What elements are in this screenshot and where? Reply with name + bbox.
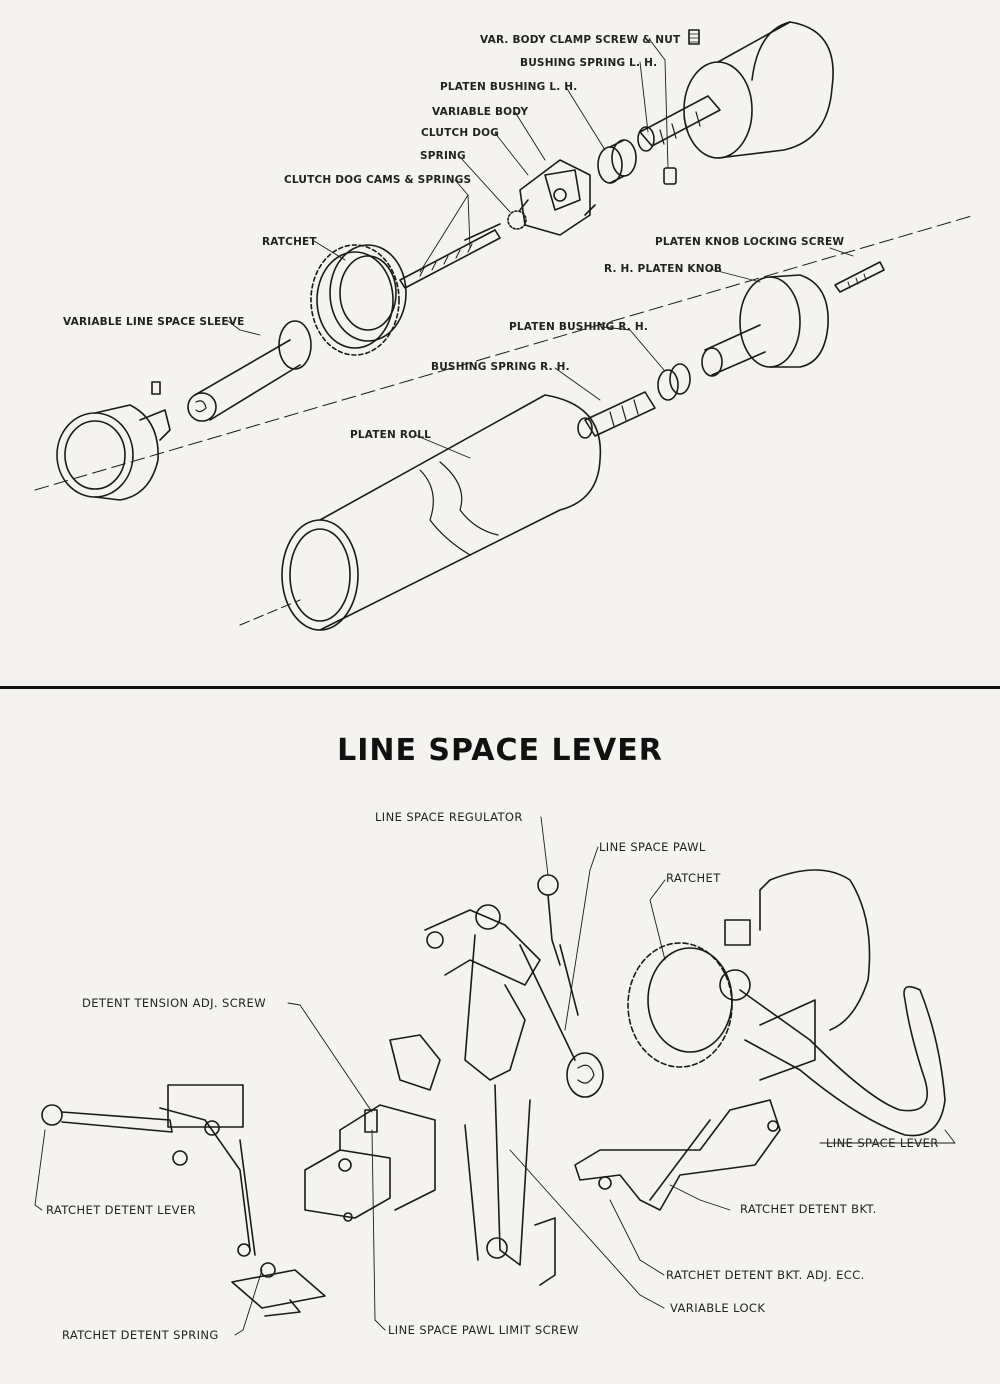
- label-ratchet-top: RATCHET: [262, 236, 317, 248]
- line-space-regulator-assembly: [389, 874, 604, 1286]
- rh-platen-knob: [701, 274, 829, 377]
- clutch-dog-cams: [399, 223, 501, 289]
- platen-knob-left: [56, 404, 171, 501]
- clutch-spring: [507, 210, 527, 230]
- platen-knob-locking-screw: [834, 261, 885, 293]
- platen-roll: [239, 394, 602, 631]
- label-bushing-spring-lh: BUSHING SPRING L. H.: [520, 57, 658, 69]
- detent-block: [304, 1104, 436, 1222]
- label-line-space-regulator: LINE SPACE REGULATOR: [375, 810, 523, 824]
- label-ratchet-detent-lever: RATCHET DETENT LEVER: [46, 1203, 196, 1217]
- ratchet-detent-bracket: [574, 1099, 781, 1211]
- label-rh-platen-knob: R. H. PLATEN KNOB: [604, 263, 723, 275]
- label-line-space-pawl: LINE SPACE PAWL: [599, 840, 706, 854]
- section-title: LINE SPACE LEVER: [337, 733, 663, 768]
- variable-body: [519, 159, 596, 236]
- label-line-space-lever: LINE SPACE LEVER: [826, 1136, 939, 1150]
- line-space-lever-arm: [739, 985, 946, 1137]
- label-variable-line-space-sleeve: VARIABLE LINE SPACE SLEEVE: [63, 316, 245, 328]
- axis-line: [34, 214, 976, 491]
- label-clutch-dog-cams: CLUTCH DOG CAMS & SPRINGS: [284, 174, 472, 186]
- label-variable-lock: VARIABLE LOCK: [670, 1301, 766, 1315]
- variable-line-space-sleeve: [187, 320, 312, 422]
- label-platen-knob-locking-screw: PLATEN KNOB LOCKING SCREW: [655, 236, 845, 248]
- label-var-body-clamp: VAR. BODY CLAMP SCREW & NUT: [480, 34, 681, 46]
- label-clutch-dog: CLUTCH DOG: [421, 127, 500, 139]
- platen-bushing-lh: [597, 139, 637, 184]
- label-ratchet-detent-bkt-adj-ecc: RATCHET DETENT BKT. ADJ. ECC.: [666, 1268, 865, 1282]
- label-bushing-spring-rh: BUSHING SPRING R. H.: [431, 361, 570, 373]
- small-screw: [151, 381, 161, 395]
- ratchet-wheel: [310, 244, 407, 356]
- ratchet-detent-spring: [231, 1243, 326, 1317]
- platen-roll-lower: [724, 869, 871, 1031]
- label-spring: SPRING: [420, 150, 466, 162]
- label-ratchet-detent-bkt: RATCHET DETENT BKT.: [740, 1202, 877, 1216]
- section-divider: [0, 686, 1000, 689]
- clamp-screw: [663, 29, 700, 185]
- bushing-spring-lh: [637, 95, 721, 152]
- label-line-space-pawl-limit-screw: LINE SPACE PAWL LIMIT SCREW: [388, 1323, 579, 1337]
- label-variable-body: VARIABLE BODY: [432, 106, 529, 118]
- platen-bushing-rh: [657, 363, 691, 401]
- label-detent-tension-adj-screw: DETENT TENSION ADJ. SCREW: [82, 996, 266, 1010]
- platen-knob-lh-drum: [683, 21, 834, 159]
- ratchet-gear-bottom: [627, 942, 816, 1081]
- label-platen-bushing-lh: PLATEN BUSHING L. H.: [440, 81, 578, 93]
- label-platen-bushing-rh: PLATEN BUSHING R. H.: [509, 321, 649, 333]
- label-platen-roll: PLATEN ROLL: [350, 429, 432, 441]
- ratchet-detent-lever: [41, 1084, 256, 1256]
- label-ratchet-detent-spring: RATCHET DETENT SPRING: [62, 1328, 219, 1342]
- bushing-spring-rh: [577, 391, 656, 439]
- label-ratchet-bottom: RATCHET: [666, 871, 721, 885]
